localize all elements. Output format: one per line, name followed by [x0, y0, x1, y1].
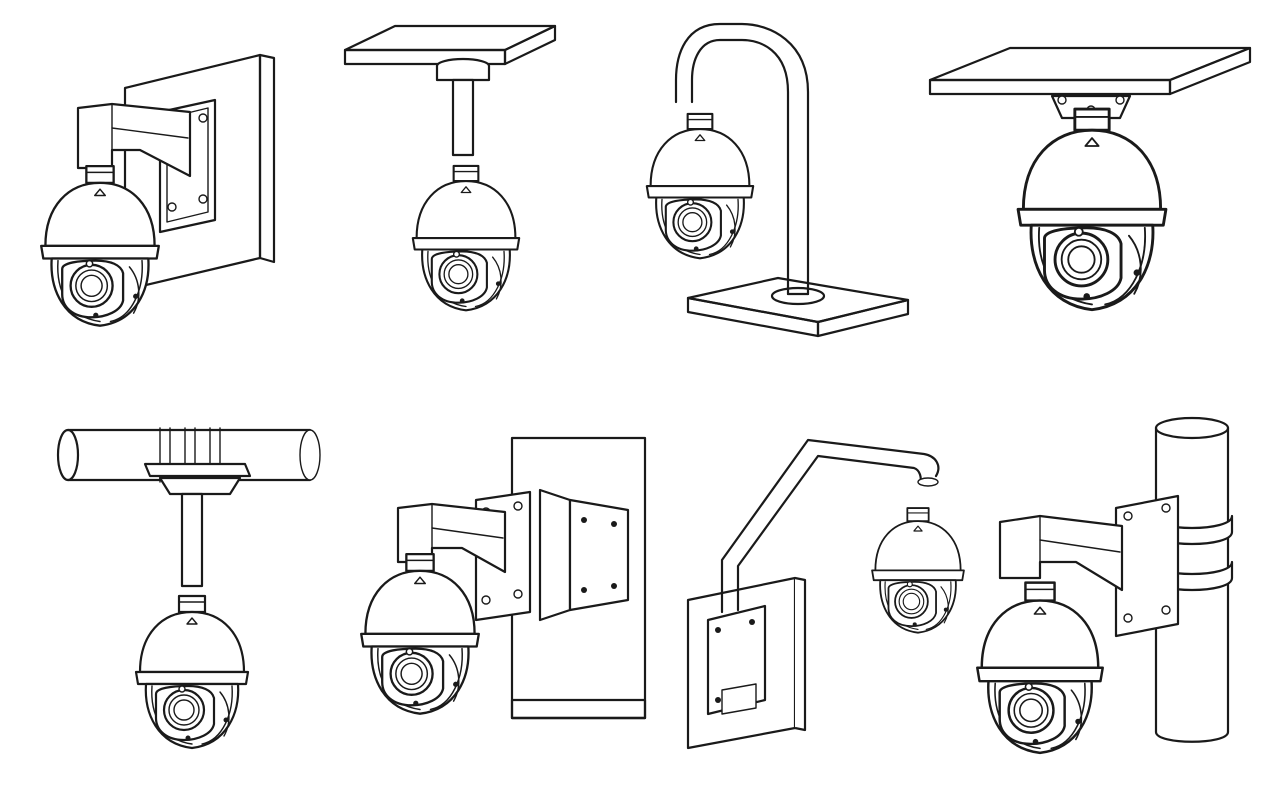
arm-mount-block	[706, 604, 767, 716]
panel-gooseneck-parapet-mount	[645, 22, 910, 338]
pole-adapter-plate	[1114, 494, 1180, 638]
ceiling-structure	[928, 46, 1252, 96]
floor-slab	[686, 276, 910, 338]
pipe-clamp-adapter	[143, 462, 252, 588]
gooseneck-pole	[674, 22, 826, 306]
gooseneck-arm	[720, 438, 940, 614]
ptz-camera	[645, 112, 755, 260]
panel-flush-ceiling-mount	[928, 46, 1252, 312]
panel-pendant-ceiling-mount	[343, 24, 557, 312]
ceiling-structure	[343, 24, 557, 66]
arm-bracket	[998, 514, 1124, 592]
ptz-camera	[134, 594, 250, 750]
panel-corner-mount	[360, 436, 647, 720]
ptz-camera	[871, 507, 965, 634]
ptz-camera	[976, 581, 1104, 755]
panel-pipe-pendant-mount	[56, 427, 321, 750]
ptz-camera	[411, 164, 521, 312]
panel-wall-mount	[40, 53, 276, 327]
corner-adapter	[538, 488, 630, 622]
ptz-camera	[360, 552, 480, 715]
pendant-pipe	[435, 57, 491, 157]
panel-wall-gooseneck-arm-mount	[686, 438, 965, 750]
ptz-camera	[1016, 107, 1168, 312]
vertical-pole	[1154, 416, 1230, 743]
panel-pole-mount	[976, 416, 1234, 755]
